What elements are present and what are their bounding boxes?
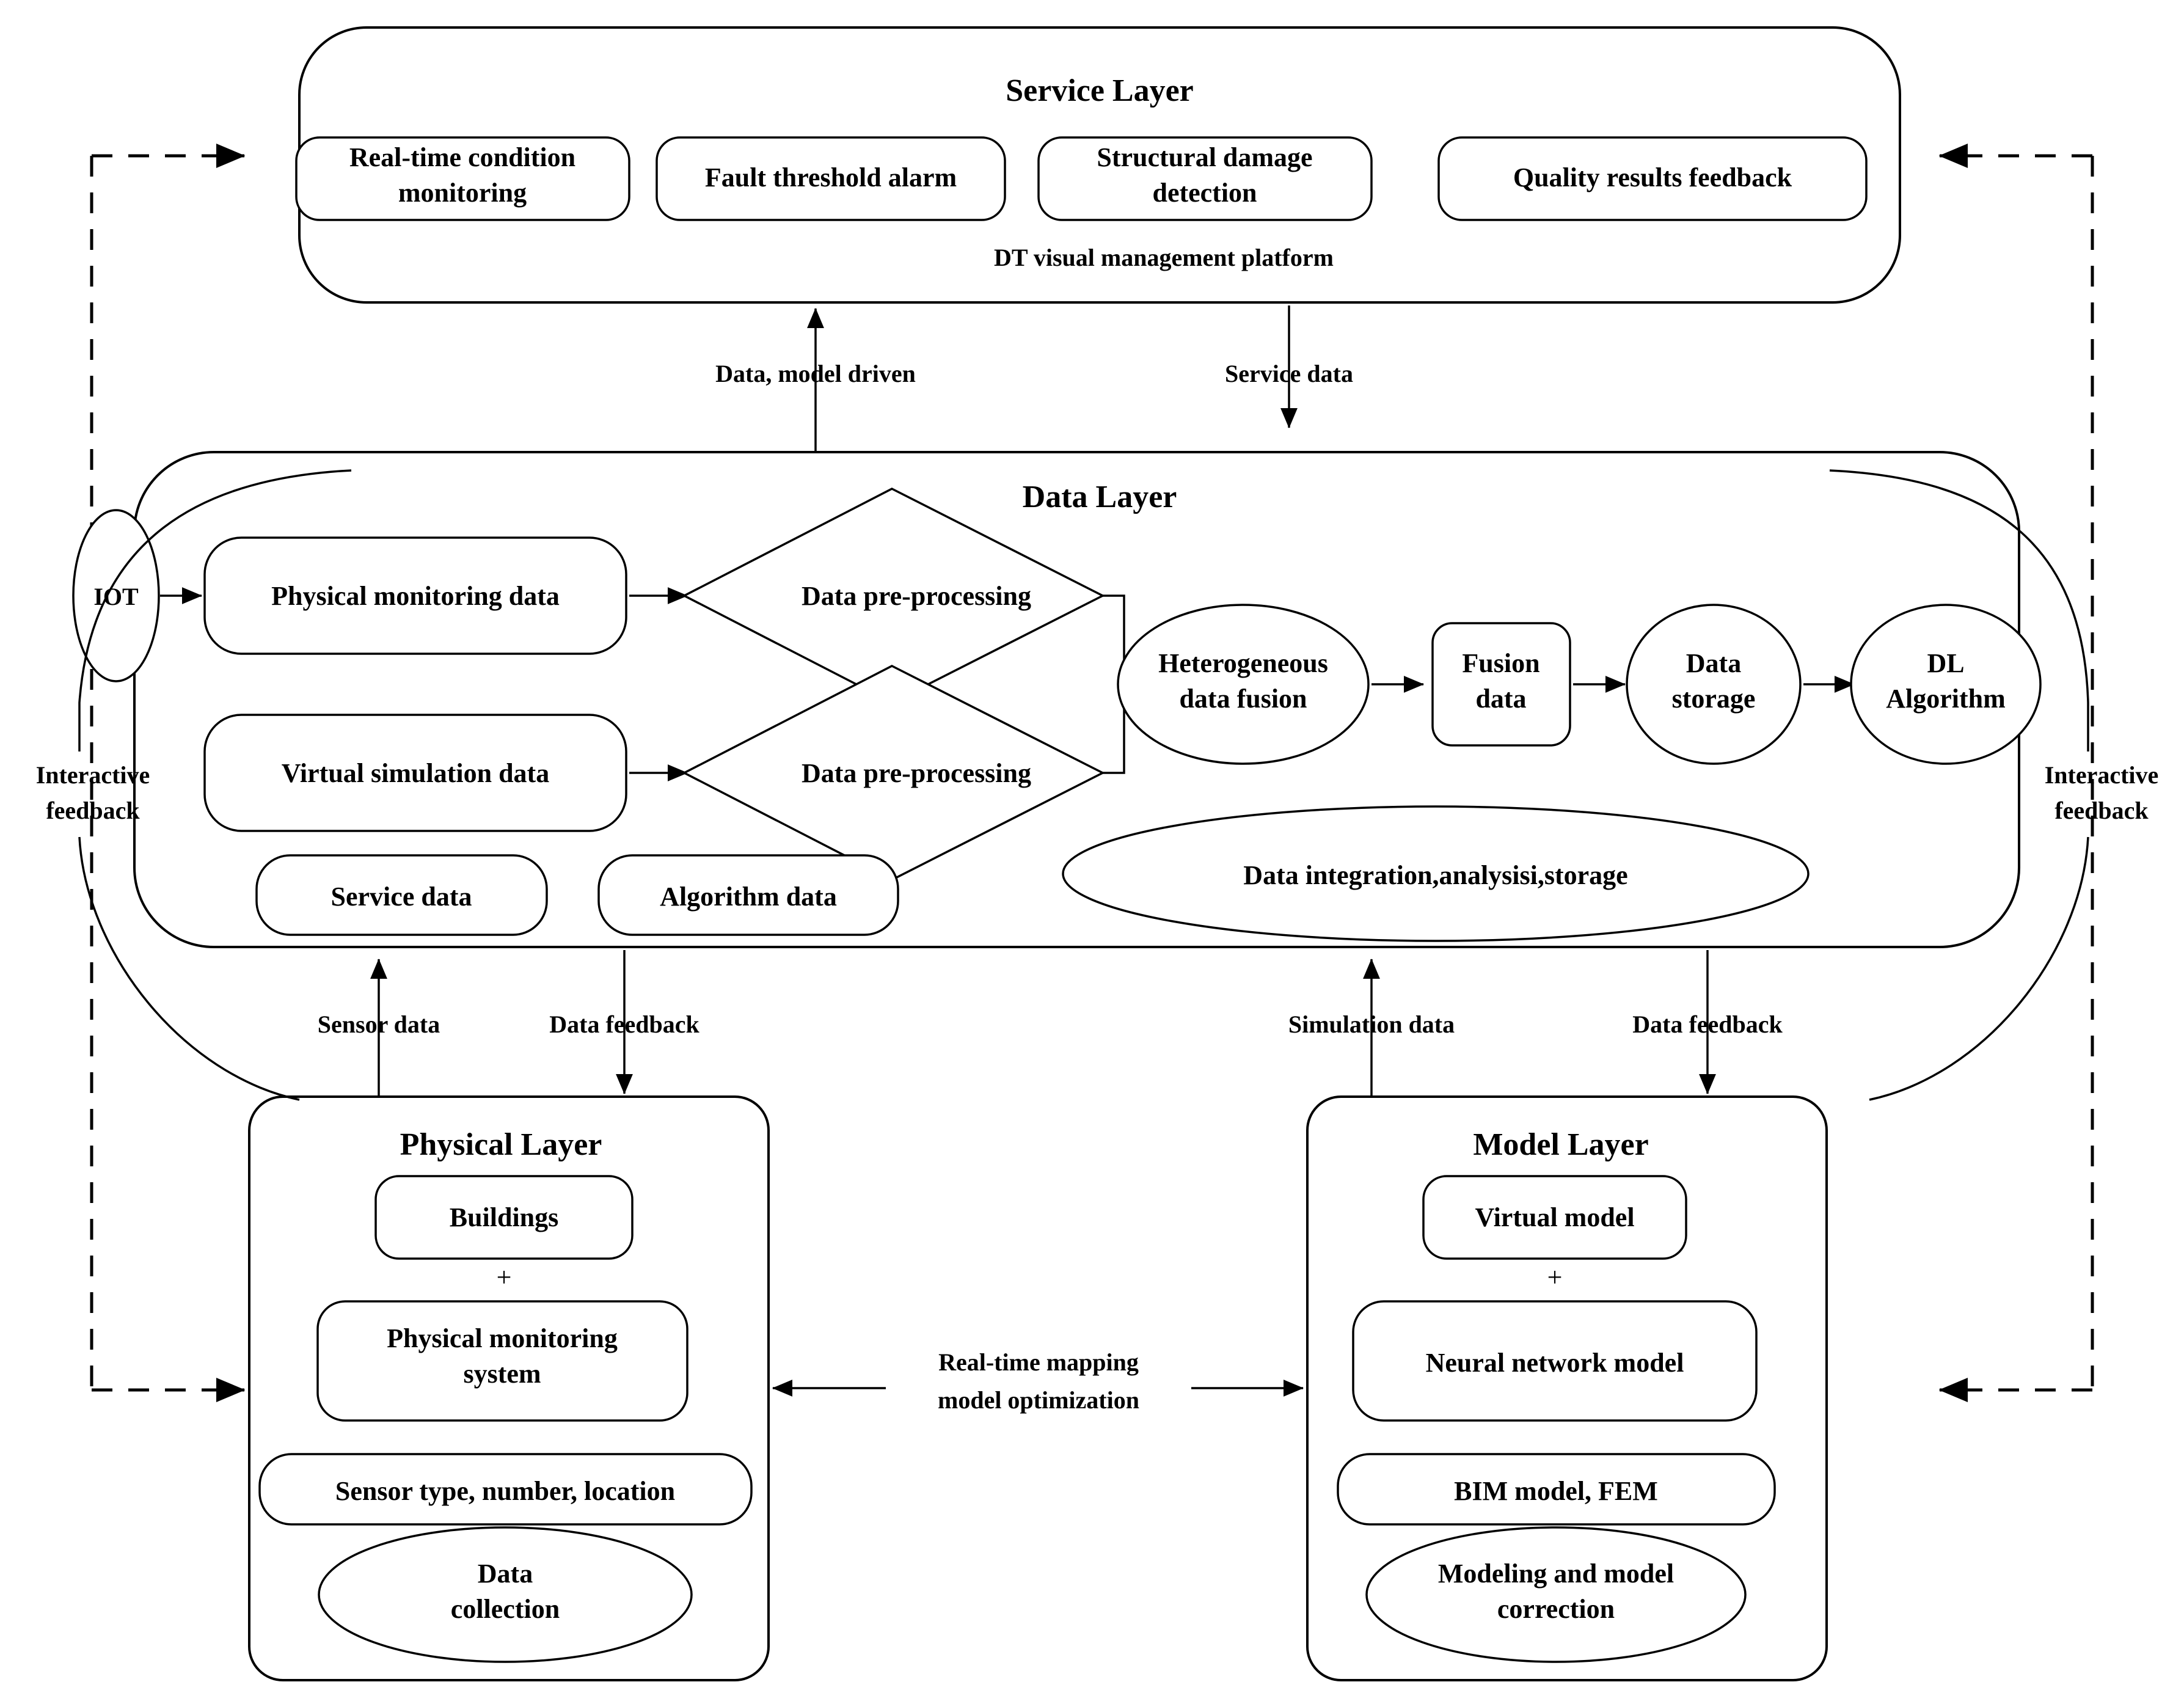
- physical-node-monitoring-system[interactable]: Physical monitoring system: [316, 1300, 688, 1422]
- edge-label: model optimization: [938, 1386, 1139, 1414]
- data-node-label: Fusion: [1462, 648, 1539, 678]
- interactive-feedback-rail-left: [90, 144, 246, 1402]
- edge-label: Sensor data: [318, 1011, 440, 1038]
- data-node-integration-analysis-storage[interactable]: Data integration,analysisi,storage: [1062, 805, 1810, 942]
- service-item-label: Structural damage: [1097, 142, 1312, 172]
- data-node-physical-monitoring-data[interactable]: Physical monitoring data: [203, 536, 627, 655]
- model-node-label: Modeling and model: [1438, 1559, 1674, 1589]
- service-layer-title: Service Layer: [1006, 73, 1194, 108]
- edge-data-feedback-left: Data feedback: [549, 950, 700, 1095]
- physical-node-buildings[interactable]: Buildings: [374, 1175, 634, 1260]
- data-node-label: Data pre-processing: [802, 758, 1031, 788]
- edge-label: Simulation data: [1288, 1011, 1455, 1038]
- interactive-feedback-label: feedback: [46, 797, 140, 824]
- edge-data-feedback-right: Data feedback: [1632, 950, 1783, 1095]
- service-item-real-time-condition-monitoring[interactable]: Real-time condition monitoring: [295, 136, 630, 221]
- data-node-label: Algorithm: [1886, 684, 2006, 714]
- data-node-label: Physical monitoring data: [271, 581, 560, 611]
- interactive-feedback-label: Interactive: [36, 761, 150, 789]
- data-node-label: Data integration,analysisi,storage: [1243, 860, 1627, 890]
- physical-node-data-collection[interactable]: Data collection: [318, 1526, 693, 1663]
- data-node-label: Data pre-processing: [802, 581, 1031, 611]
- physical-layer-plus: +: [497, 1262, 512, 1292]
- physical-node-sensor-type-number-location[interactable]: Sensor type, number, location: [258, 1453, 753, 1526]
- service-item-label: Fault threshold alarm: [705, 163, 957, 192]
- edge-simulation-data: Simulation data: [1288, 958, 1455, 1106]
- data-layer-title: Data Layer: [1023, 480, 1177, 514]
- data-node-label: DL: [1927, 648, 1964, 678]
- data-node-label: Algorithm data: [660, 882, 837, 912]
- data-node-data-storage[interactable]: Data storage: [1626, 604, 1802, 765]
- physical-node-label: Physical monitoring: [387, 1323, 618, 1353]
- service-item-fault-threshold-alarm[interactable]: Fault threshold alarm: [656, 136, 1006, 221]
- physical-node-label: Data: [478, 1559, 533, 1589]
- model-node-label: correction: [1497, 1594, 1615, 1624]
- interactive-feedback-label: Interactive: [2045, 761, 2159, 789]
- data-node-heterogeneous-data-fusion[interactable]: Heterogeneous data fusion: [1117, 604, 1370, 765]
- edge-label: Data, model driven: [715, 360, 916, 387]
- physical-node-label: Buildings: [450, 1202, 559, 1232]
- iot-label: IOT: [93, 583, 139, 610]
- physical-node-label: system: [463, 1359, 541, 1389]
- model-layer-title: Model Layer: [1473, 1127, 1648, 1162]
- dt-visual-management-platform-caption: DT visual management platform: [994, 244, 1334, 271]
- service-item-structural-damage-detection[interactable]: Structural damage detection: [1037, 136, 1373, 221]
- edge-real-time-mapping-model-optimization: Real-time mapping model optimization: [772, 1348, 1304, 1414]
- data-node-algorithm-data[interactable]: Algorithm data: [597, 854, 899, 936]
- model-node-modeling-and-correction[interactable]: Modeling and model correction: [1365, 1526, 1747, 1663]
- interactive-feedback-curve-right: Interactive feedback: [1829, 469, 2159, 1101]
- model-node-neural-network-model[interactable]: Neural network model: [1352, 1300, 1758, 1422]
- data-node-pre-processing-bottom[interactable]: Data pre-processing: [682, 665, 1105, 881]
- service-item-label: detection: [1152, 178, 1257, 208]
- data-node-label: Heterogeneous: [1158, 648, 1328, 678]
- data-node-fusion-data[interactable]: Fusion data: [1431, 622, 1571, 747]
- interactive-feedback-label: feedback: [2054, 797, 2149, 824]
- data-node-label: Virtual simulation data: [282, 758, 549, 788]
- physical-node-label: Sensor type, number, location: [335, 1476, 675, 1506]
- data-node-dl-algorithm[interactable]: DL Algorithm: [1850, 604, 2042, 765]
- edge-label: Real-time mapping: [938, 1348, 1139, 1376]
- data-node-virtual-simulation-data[interactable]: Virtual simulation data: [203, 714, 627, 832]
- edge-data-model-driven: Data, model driven: [715, 307, 916, 452]
- model-node-virtual-model[interactable]: Virtual model: [1422, 1175, 1687, 1260]
- interactive-feedback-rail-right: [1938, 144, 2094, 1402]
- model-node-label: BIM model, FEM: [1454, 1476, 1658, 1506]
- data-node-label: Data: [1686, 648, 1741, 678]
- service-item-label: Real-time condition: [349, 142, 575, 172]
- data-node-label: data fusion: [1179, 684, 1307, 714]
- data-node-label: Service data: [331, 882, 472, 912]
- edge-service-data: Service data: [1225, 305, 1353, 429]
- model-node-label: Virtual model: [1475, 1202, 1634, 1232]
- data-node-label: data: [1475, 684, 1526, 714]
- model-layer-plus: +: [1547, 1262, 1563, 1292]
- edge-label: Data feedback: [1632, 1011, 1783, 1038]
- edge-sensor-data: Sensor data: [318, 958, 440, 1106]
- edge-label: Service data: [1225, 360, 1353, 387]
- service-item-label: Quality results feedback: [1513, 163, 1792, 192]
- physical-node-label: collection: [451, 1594, 560, 1624]
- data-node-label: storage: [1672, 684, 1756, 714]
- physical-layer-title: Physical Layer: [400, 1127, 602, 1162]
- model-node-bim-fem[interactable]: BIM model, FEM: [1337, 1453, 1776, 1526]
- edge-label: Data feedback: [549, 1011, 699, 1038]
- data-node-service-data[interactable]: Service data: [255, 854, 548, 936]
- service-item-label: monitoring: [398, 178, 527, 208]
- service-item-quality-results-feedback[interactable]: Quality results feedback: [1437, 136, 1868, 221]
- model-node-label: Neural network model: [1426, 1348, 1684, 1378]
- interactive-feedback-curve-left: Interactive feedback: [36, 469, 352, 1101]
